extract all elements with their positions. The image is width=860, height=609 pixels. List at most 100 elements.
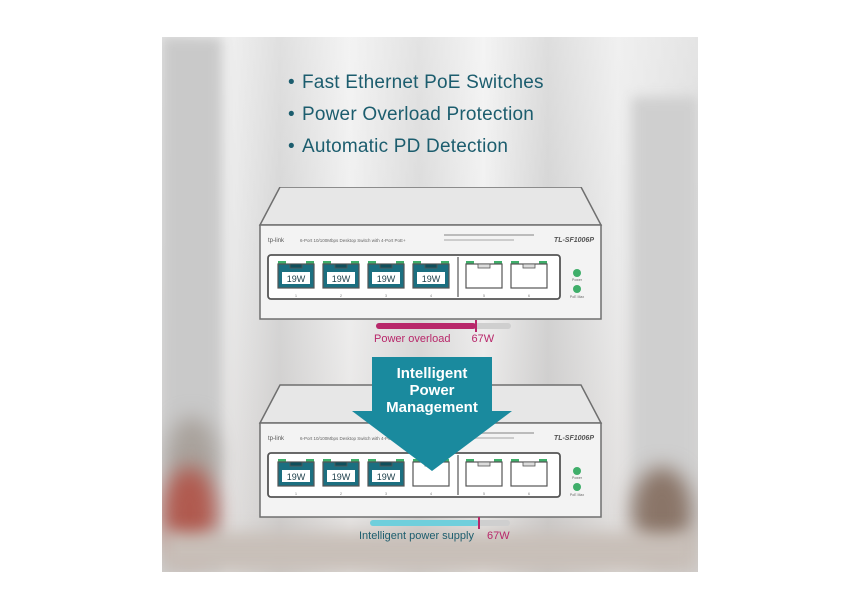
port-latch xyxy=(334,263,348,269)
led-label: Power xyxy=(572,476,583,480)
port-led xyxy=(466,459,474,462)
led-label: PoE Max xyxy=(570,295,584,299)
power-led xyxy=(573,269,581,277)
port-latch xyxy=(522,461,536,467)
port-number: 6 xyxy=(528,293,531,298)
supply-annotation: Intelligent power supply 67W xyxy=(359,530,510,542)
port-latch xyxy=(424,263,438,269)
poe-label: 19W xyxy=(332,274,351,284)
port-led xyxy=(494,261,502,264)
port-led xyxy=(323,459,331,462)
spec-text-block xyxy=(444,437,514,439)
poe-label-box xyxy=(372,470,400,482)
port-number: 5 xyxy=(483,293,486,298)
poe-label: 19W xyxy=(377,274,396,284)
power-led xyxy=(573,467,581,475)
port-latch xyxy=(289,263,303,269)
overload-bar-fill xyxy=(376,323,476,329)
poe-label: 19W xyxy=(287,472,306,482)
port-number: 5 xyxy=(483,491,486,496)
overload-bar-marker xyxy=(474,320,477,332)
port-number: 3 xyxy=(385,491,388,496)
port-led xyxy=(466,261,474,264)
port-number: 1 xyxy=(295,293,298,298)
port-led xyxy=(351,459,359,462)
poe-max-led xyxy=(573,285,581,293)
spec-text-block xyxy=(444,432,534,434)
port-led xyxy=(306,261,314,264)
feature-item: •Fast Ethernet PoE Switches xyxy=(288,72,544,93)
spec-text-block xyxy=(444,234,534,236)
overload-annotation: Power overload 67W xyxy=(374,333,494,345)
port-led xyxy=(396,261,404,264)
overload-bar-track xyxy=(376,320,511,332)
port-led xyxy=(539,459,547,462)
port-led xyxy=(494,459,502,462)
port-led xyxy=(368,459,376,462)
arrow-text-line: Power xyxy=(409,382,454,399)
poe-label: 19W xyxy=(377,472,396,482)
port-latch xyxy=(379,461,393,467)
port-led xyxy=(278,261,286,264)
background-window-frame xyxy=(632,97,698,517)
arrow-text-line: Intelligent xyxy=(397,365,468,382)
supply-bar-track xyxy=(370,517,510,529)
overload-value: 67W xyxy=(471,333,495,345)
port-led xyxy=(413,261,421,264)
port-latch xyxy=(522,263,536,269)
port-led xyxy=(351,261,359,264)
port-led xyxy=(441,261,449,264)
ethernet-port xyxy=(465,263,503,289)
product-image-panel: •Fast Ethernet PoE Switches •Power Overl… xyxy=(162,37,698,572)
poe-label-box xyxy=(417,272,445,284)
supply-bar-fill xyxy=(370,520,480,526)
supply-value: 67W xyxy=(487,530,510,542)
port-number: 2 xyxy=(340,293,343,298)
model-name: TL-SF1006P xyxy=(554,435,594,442)
led-label: PoE Max xyxy=(570,493,584,497)
port-latch xyxy=(477,263,491,269)
port-number: 1 xyxy=(295,491,298,496)
arrow-shape xyxy=(352,357,512,471)
led-label: Power xyxy=(572,278,583,282)
port-latch xyxy=(334,461,348,467)
port-latch xyxy=(477,461,491,467)
port-led xyxy=(396,459,404,462)
brand-logo: tp-link xyxy=(268,436,285,442)
poe-label: 19W xyxy=(422,274,441,284)
port-number: 2 xyxy=(340,491,343,496)
poe-label-box xyxy=(282,470,310,482)
poe-label-box xyxy=(282,272,310,284)
port-latch xyxy=(379,263,393,269)
poe-label: 19W xyxy=(332,472,351,482)
background-floor xyxy=(162,532,698,572)
poe-max-led xyxy=(573,483,581,491)
port-number: 6 xyxy=(528,491,531,496)
poe-label-box xyxy=(327,272,355,284)
spec-text-block xyxy=(444,239,514,241)
switch-bottom: tp-link 6-Port 10/100Mbps Desktop Switch … xyxy=(258,384,603,518)
supply-label: Intelligent power supply xyxy=(359,530,474,542)
switch-top: tp-link 6-Port 10/100Mbps Desktop Switch … xyxy=(258,187,603,320)
port-led xyxy=(323,261,331,264)
port-led xyxy=(413,459,421,462)
feature-item: •Power Overload Protection xyxy=(288,104,535,125)
port-led xyxy=(306,459,314,462)
port-led xyxy=(278,459,286,462)
arrow-text-line: Management xyxy=(386,399,478,416)
port-number: 4 xyxy=(430,293,433,298)
poe-label-box xyxy=(372,272,400,284)
port-led xyxy=(539,261,547,264)
feature-list: •Fast Ethernet PoE Switches •Power Overl… xyxy=(288,67,544,163)
port-latch xyxy=(289,461,303,467)
port-led xyxy=(511,459,519,462)
supply-bar-marker xyxy=(478,517,481,529)
port-number: 4 xyxy=(430,491,433,496)
poe-label: 19W xyxy=(287,274,306,284)
switch-description: 6-Port 10/100Mbps Desktop Switch with 4-… xyxy=(300,238,406,243)
port-number: 3 xyxy=(385,293,388,298)
switch-description: 6-Port 10/100Mbps Desktop Switch with 4-… xyxy=(300,436,406,441)
brand-logo: tp-link xyxy=(268,238,285,244)
model-name: TL-SF1006P xyxy=(554,237,594,244)
intelligent-power-arrow: Intelligent Power Management xyxy=(352,357,512,471)
